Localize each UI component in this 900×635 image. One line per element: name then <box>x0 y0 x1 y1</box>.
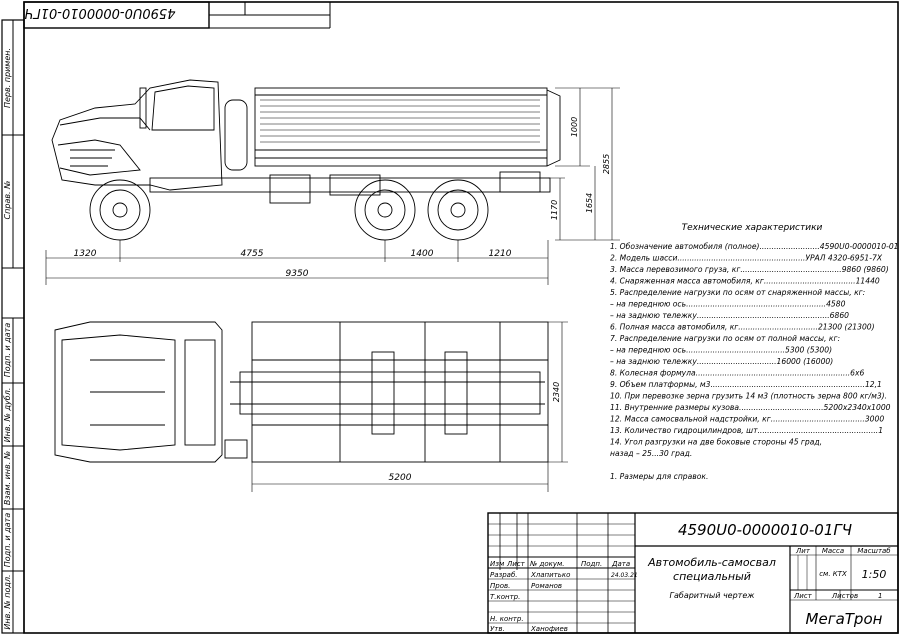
tb-scale-value: 1:50 <box>862 568 887 581</box>
dim-2855: 2855 <box>602 154 611 174</box>
margin-sprav-no: Справ. № <box>3 181 12 220</box>
specs-title: Технические характеристики <box>682 223 823 233</box>
body-top <box>251 321 549 463</box>
margin-inv-podl: Инв. № подл. <box>3 574 12 629</box>
spec-line: 11. Внутренние размеры кузова...........… <box>610 403 891 412</box>
spec-line: 4. Снаряженная масса автомобиля, кг.....… <box>610 277 880 286</box>
spec-line: 3. Масса перевозимого груза, кг.........… <box>610 265 889 274</box>
tb-sheets-label: Листов <box>831 592 858 600</box>
dim-1320: 1320 <box>74 249 97 259</box>
spec-line: 5. Распределение нагрузки по осям от сна… <box>610 288 865 297</box>
title-block-text: 4590U0-0000010-01ГЧ Изм Лист № докум. По… <box>490 521 891 633</box>
spec-line: 9. Объем платформы, м3..................… <box>610 380 882 389</box>
tb-lit-label: Лит <box>795 547 811 555</box>
tb-data: Дата <box>611 560 630 568</box>
middle-wheel <box>354 179 416 241</box>
spec-line: 6. Полная масса автомобиля, кг..........… <box>610 323 875 332</box>
spec-line: 7. Распределение нагрузки по осям от пол… <box>610 334 840 343</box>
front-wheel <box>89 179 151 241</box>
specs-list: 1. Обозначение автомобиля (полное)......… <box>610 242 899 481</box>
cab-top <box>54 321 223 463</box>
tb-doc-type: Габаритный чертеж <box>670 591 756 600</box>
tb-name-utv: Ханофиев <box>530 625 568 633</box>
tb-izm: Изм <box>490 560 505 568</box>
tb-product-name-2: специальный <box>673 570 751 583</box>
spec-line: 10. При перевозке зерна грузить 14 м3 (п… <box>610 392 887 401</box>
dim-1000: 1000 <box>570 117 579 137</box>
rear-wheel <box>427 179 489 241</box>
dump-body <box>254 87 548 167</box>
tb-list: Лист <box>506 560 526 568</box>
chassis-frame <box>149 177 551 193</box>
margin-vzam-inv: Взам. инв. № <box>3 451 12 505</box>
tb-scale-label: Масштаб <box>857 547 891 555</box>
margin-podp-data-2: Подп. и дата <box>3 513 12 568</box>
tb-n-kontr: Н. контр. <box>490 615 524 623</box>
cab-window <box>151 85 215 131</box>
spec-line: 1. Обозначение автомобиля (полное)......… <box>610 242 899 251</box>
spare-tank <box>224 99 248 171</box>
dim-1170: 1170 <box>550 200 559 220</box>
tb-sheet-label: Лист <box>793 592 813 600</box>
spec-line: – на заднюю тележку.....................… <box>610 311 849 320</box>
mirrored-doc-number: 4590U0-0000010-01ГЧ <box>24 5 175 20</box>
dim-1400: 1400 <box>411 249 434 259</box>
tb-mass-value: см. КТХ <box>819 570 847 578</box>
tb-n-dokum: № докум. <box>529 560 565 568</box>
tb-name-razrab: Хлапитько <box>530 571 570 579</box>
tb-t-kontr: Т.контр. <box>490 593 520 601</box>
title-block <box>487 512 899 634</box>
tb-sheets-value: 1 <box>878 592 882 600</box>
dim-9350: 9350 <box>286 269 309 279</box>
spec-line: – на переднюю ось.......................… <box>610 300 846 309</box>
tb-company: МегаТрон <box>806 610 883 628</box>
dim-1654: 1654 <box>585 193 594 213</box>
dim-4755: 4755 <box>241 249 264 259</box>
tb-name-prov: Романов <box>531 582 562 590</box>
spec-line: – на переднюю ось.......................… <box>610 346 832 355</box>
margin-podp-data-1: Подп. и дата <box>3 323 12 378</box>
left-margin-stamp: Перв. примен. Справ. № Подп. и дата Инв.… <box>1 19 25 634</box>
spec-line: – на заднюю тележку.....................… <box>610 357 833 366</box>
tb-product-name-1: Автомобиль-самосвал <box>647 556 776 569</box>
side-dimensions <box>45 87 620 285</box>
top-stamp: 4590U0-0000010-01ГЧ <box>23 1 331 29</box>
margin-inv-dubl: Инв. № дубл. <box>3 388 12 443</box>
spec-line: 1. Размеры для справок. <box>610 472 708 481</box>
spec-line: 2. Модель шасси.........................… <box>610 254 883 263</box>
top-dimensions <box>251 321 568 492</box>
dim-1210: 1210 <box>489 249 512 259</box>
cab-outline <box>51 79 223 191</box>
spec-line: 8. Колесная формула.....................… <box>610 369 864 378</box>
dim-2340: 2340 <box>552 382 561 402</box>
tb-prov: Пров. <box>490 582 510 590</box>
truck-side-view <box>51 79 561 241</box>
tb-date: 24.03.21 <box>611 572 638 579</box>
tb-mass-label: Масса <box>822 547 844 555</box>
tb-utv: Утв. <box>490 625 505 633</box>
dim-5200: 5200 <box>389 473 412 483</box>
spec-line: 14. Угол разгрузки на две боковые сторон… <box>610 438 822 447</box>
tb-doc-number: 4590U0-0000010-01ГЧ <box>678 521 852 539</box>
tb-razrab: Разраб. <box>490 571 518 579</box>
spec-line: назад – 25...30 град. <box>610 449 692 458</box>
mirror <box>139 87 147 129</box>
truck-top-view <box>54 321 549 463</box>
spec-line: 12. Масса самосвальной надстройки, кг...… <box>610 415 884 424</box>
spec-line: 13. Количество гидроцилиндров, шт.......… <box>610 426 883 435</box>
margin-perv-primen: Перв. примен. <box>3 48 12 108</box>
tb-podp: Подп. <box>581 560 602 568</box>
